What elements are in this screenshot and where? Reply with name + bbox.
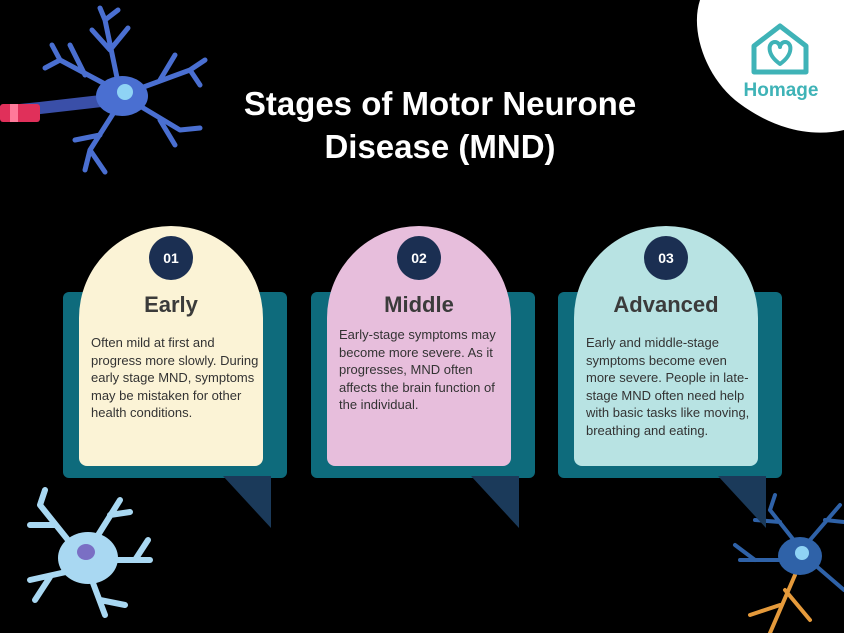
stage-card-early: 01 Early Often mild at first and progres… [63, 226, 287, 528]
stage-number-badge: 02 [397, 236, 441, 280]
card-tail [718, 476, 766, 528]
stage-name: Advanced [613, 292, 719, 317]
stage-card-advanced: 03 Advanced Early and middle-stage sympt… [558, 226, 782, 528]
stage-name: Early [144, 292, 198, 317]
stage-description: Early and middle-stage symptoms become e… [586, 335, 750, 438]
card-tail [223, 476, 271, 528]
card-tail [471, 476, 519, 528]
brand-name: Homage [743, 80, 819, 101]
stage-number-badge: 03 [644, 236, 688, 280]
stage-description: Early-stage symptoms may become more sev… [339, 327, 496, 412]
stage-name: Middle [384, 292, 454, 317]
page-title: Stages of Motor Neurone Disease (MND) [190, 82, 690, 168]
title-line-1: Stages of Motor Neurone [243, 85, 637, 122]
stage-card-middle: 02 Middle Early-stage symptoms may becom… [311, 226, 535, 528]
stage-number-badge: 01 [149, 236, 193, 280]
title-line-2: Disease (MND) [324, 128, 556, 165]
house-heart-logo-icon [751, 23, 809, 75]
stage-description: Often mild at first and progress more sl… [91, 335, 259, 420]
